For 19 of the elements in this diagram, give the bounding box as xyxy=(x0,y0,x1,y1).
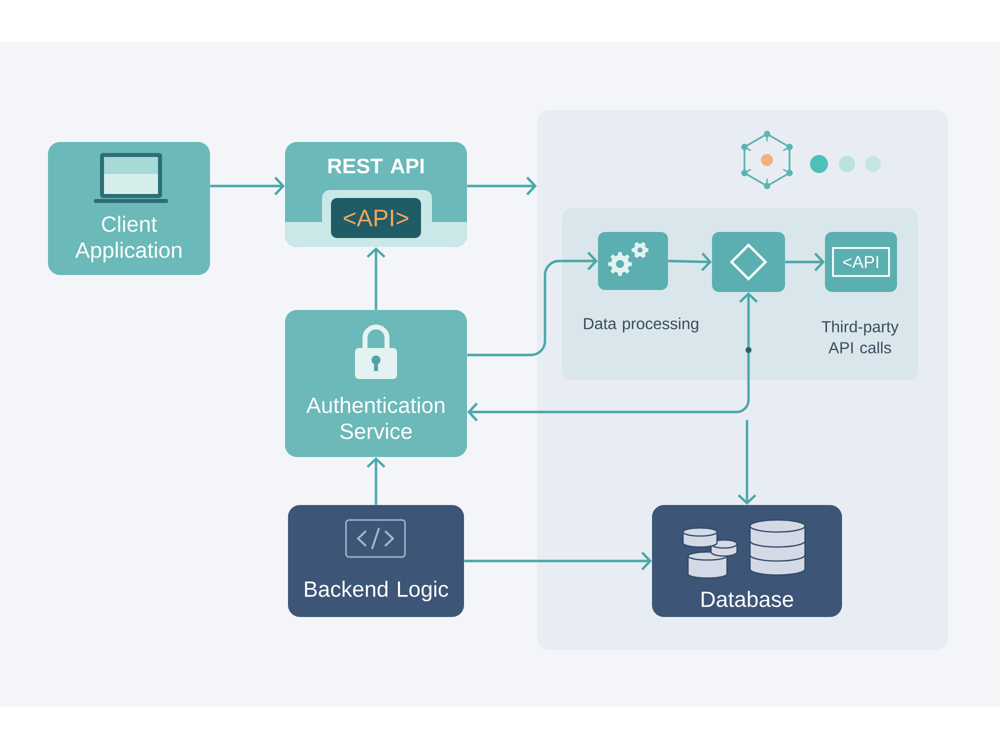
arrow xyxy=(668,252,712,272)
arrow xyxy=(366,247,386,310)
arrow xyxy=(210,176,285,196)
box-label: Database xyxy=(702,590,794,608)
code-tag: <API> xyxy=(331,198,421,238)
box-label: Backend Logic xyxy=(305,580,448,602)
arrow xyxy=(467,252,598,356)
code-tag: <API xyxy=(832,247,890,277)
box-title: REST API xyxy=(328,158,424,174)
arrow xyxy=(785,252,825,272)
box-label: Authentication Service xyxy=(306,396,444,440)
step-label: Third-party API calls xyxy=(822,320,899,354)
arrow xyxy=(464,552,652,570)
arrow xyxy=(467,176,537,196)
double-arrow xyxy=(467,292,758,422)
arrow xyxy=(366,457,386,505)
arrow xyxy=(738,420,756,505)
box-label: Client Application xyxy=(75,216,182,262)
step-label: Data processing xyxy=(584,318,698,332)
